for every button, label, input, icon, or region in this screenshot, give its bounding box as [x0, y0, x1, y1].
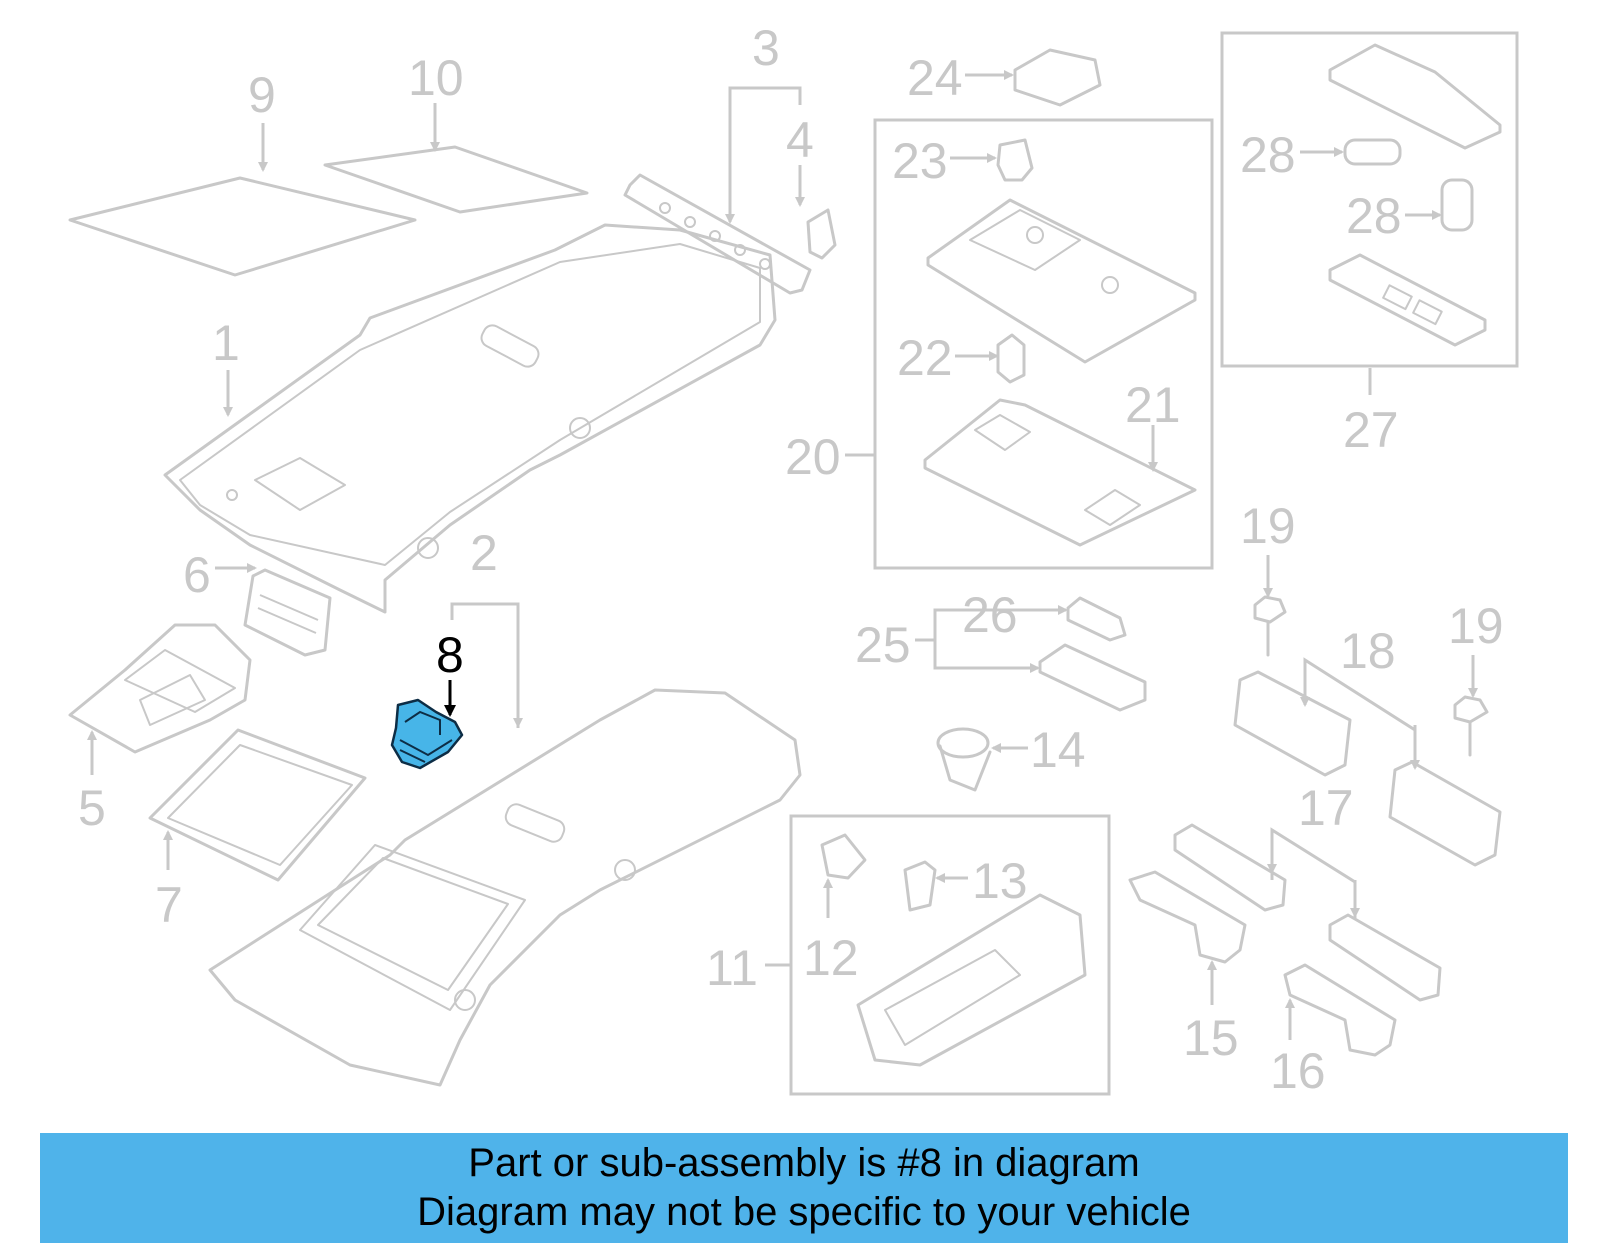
callout-18: 18 [1340, 623, 1396, 679]
part-11-visor [856, 893, 1087, 1067]
part-6-vent [243, 568, 332, 657]
callout-10: 10 [408, 50, 464, 106]
callout-14: 14 [1030, 722, 1086, 778]
callout-9: 9 [248, 67, 276, 123]
part-19-screw-a [1253, 595, 1287, 657]
callout-26: 26 [962, 587, 1018, 643]
group-box-11 [789, 814, 1111, 1096]
callout-24: 24 [907, 50, 963, 106]
part-17-bracket-a [1173, 823, 1287, 912]
banner-line-1: Part or sub-assembly is #8 in diagram [468, 1141, 1140, 1185]
callout-1: 1 [212, 315, 240, 371]
callout-27: 27 [1343, 402, 1399, 458]
banner-line-2: Diagram may not be specific to your vehi… [417, 1190, 1191, 1234]
callout-6: 6 [183, 547, 211, 603]
callout-28a: 28 [1240, 127, 1296, 183]
part-25-lamp [1038, 643, 1147, 712]
callout-22: 22 [897, 330, 953, 386]
callout-7: 7 [155, 877, 183, 933]
part-27-upper [1328, 43, 1502, 150]
part-13-clip [903, 860, 937, 912]
part-24-switch [1013, 48, 1102, 107]
part-8-highlighted [390, 698, 464, 770]
part-27-lower [1328, 253, 1487, 347]
part-26-bulb [1066, 596, 1127, 642]
callout-16: 16 [1270, 1043, 1326, 1099]
part-12-clip [820, 833, 867, 880]
callout-13: 13 [972, 853, 1028, 909]
callout-8: 8 [436, 627, 464, 683]
callout-4: 4 [786, 112, 814, 168]
callout-17: 17 [1298, 780, 1354, 836]
callout-5: 5 [78, 780, 106, 836]
callout-15: 15 [1183, 1010, 1239, 1066]
part-10-panel [323, 145, 589, 214]
callout-11: 11 [706, 940, 758, 996]
part-14-grommet [936, 727, 992, 792]
callout-3: 3 [752, 20, 780, 76]
part-20-lower-lamp [923, 398, 1197, 547]
part-18-bracket-a [1233, 670, 1352, 777]
part-3-rail [623, 173, 812, 295]
part-15-handle [1128, 870, 1247, 964]
part-19-screw-b [1453, 695, 1489, 757]
part-9-panel [68, 176, 417, 277]
part-21-upper-lamp [926, 198, 1197, 364]
leader-lines [87, 70, 1478, 1040]
callout-28b: 28 [1346, 188, 1402, 244]
part-5-console [68, 623, 252, 754]
callout-labels: 1 2 3 4 5 6 7 8 9 10 11 12 13 14 15 16 1… [78, 20, 1504, 1099]
callout-2: 2 [470, 525, 498, 581]
callout-20: 20 [785, 429, 841, 485]
part-16-handle [1283, 963, 1397, 1057]
part-28-bulb-b [1440, 178, 1474, 232]
info-banner: Part or sub-assembly is #8 in diagram Di… [40, 1133, 1568, 1243]
part-7-frame [148, 728, 367, 882]
callout-19a: 19 [1240, 498, 1296, 554]
part-2-headliner [208, 688, 802, 1087]
group-box-27 [1220, 31, 1519, 368]
part-18-bracket-b [1388, 760, 1502, 867]
part-28-bulb-a [1343, 138, 1402, 166]
callout-23: 23 [892, 133, 948, 189]
callout-21: 21 [1125, 377, 1181, 433]
callout-25: 25 [855, 617, 911, 673]
group-box-20 [873, 118, 1214, 570]
part-1-headliner [163, 223, 777, 614]
part-22-bulb [996, 333, 1026, 384]
part-4-clip [806, 208, 837, 260]
callout-19b: 19 [1448, 598, 1504, 654]
part-23-bulb [996, 138, 1034, 182]
part-17-bracket-b [1328, 913, 1442, 1002]
callout-12: 12 [803, 930, 859, 986]
